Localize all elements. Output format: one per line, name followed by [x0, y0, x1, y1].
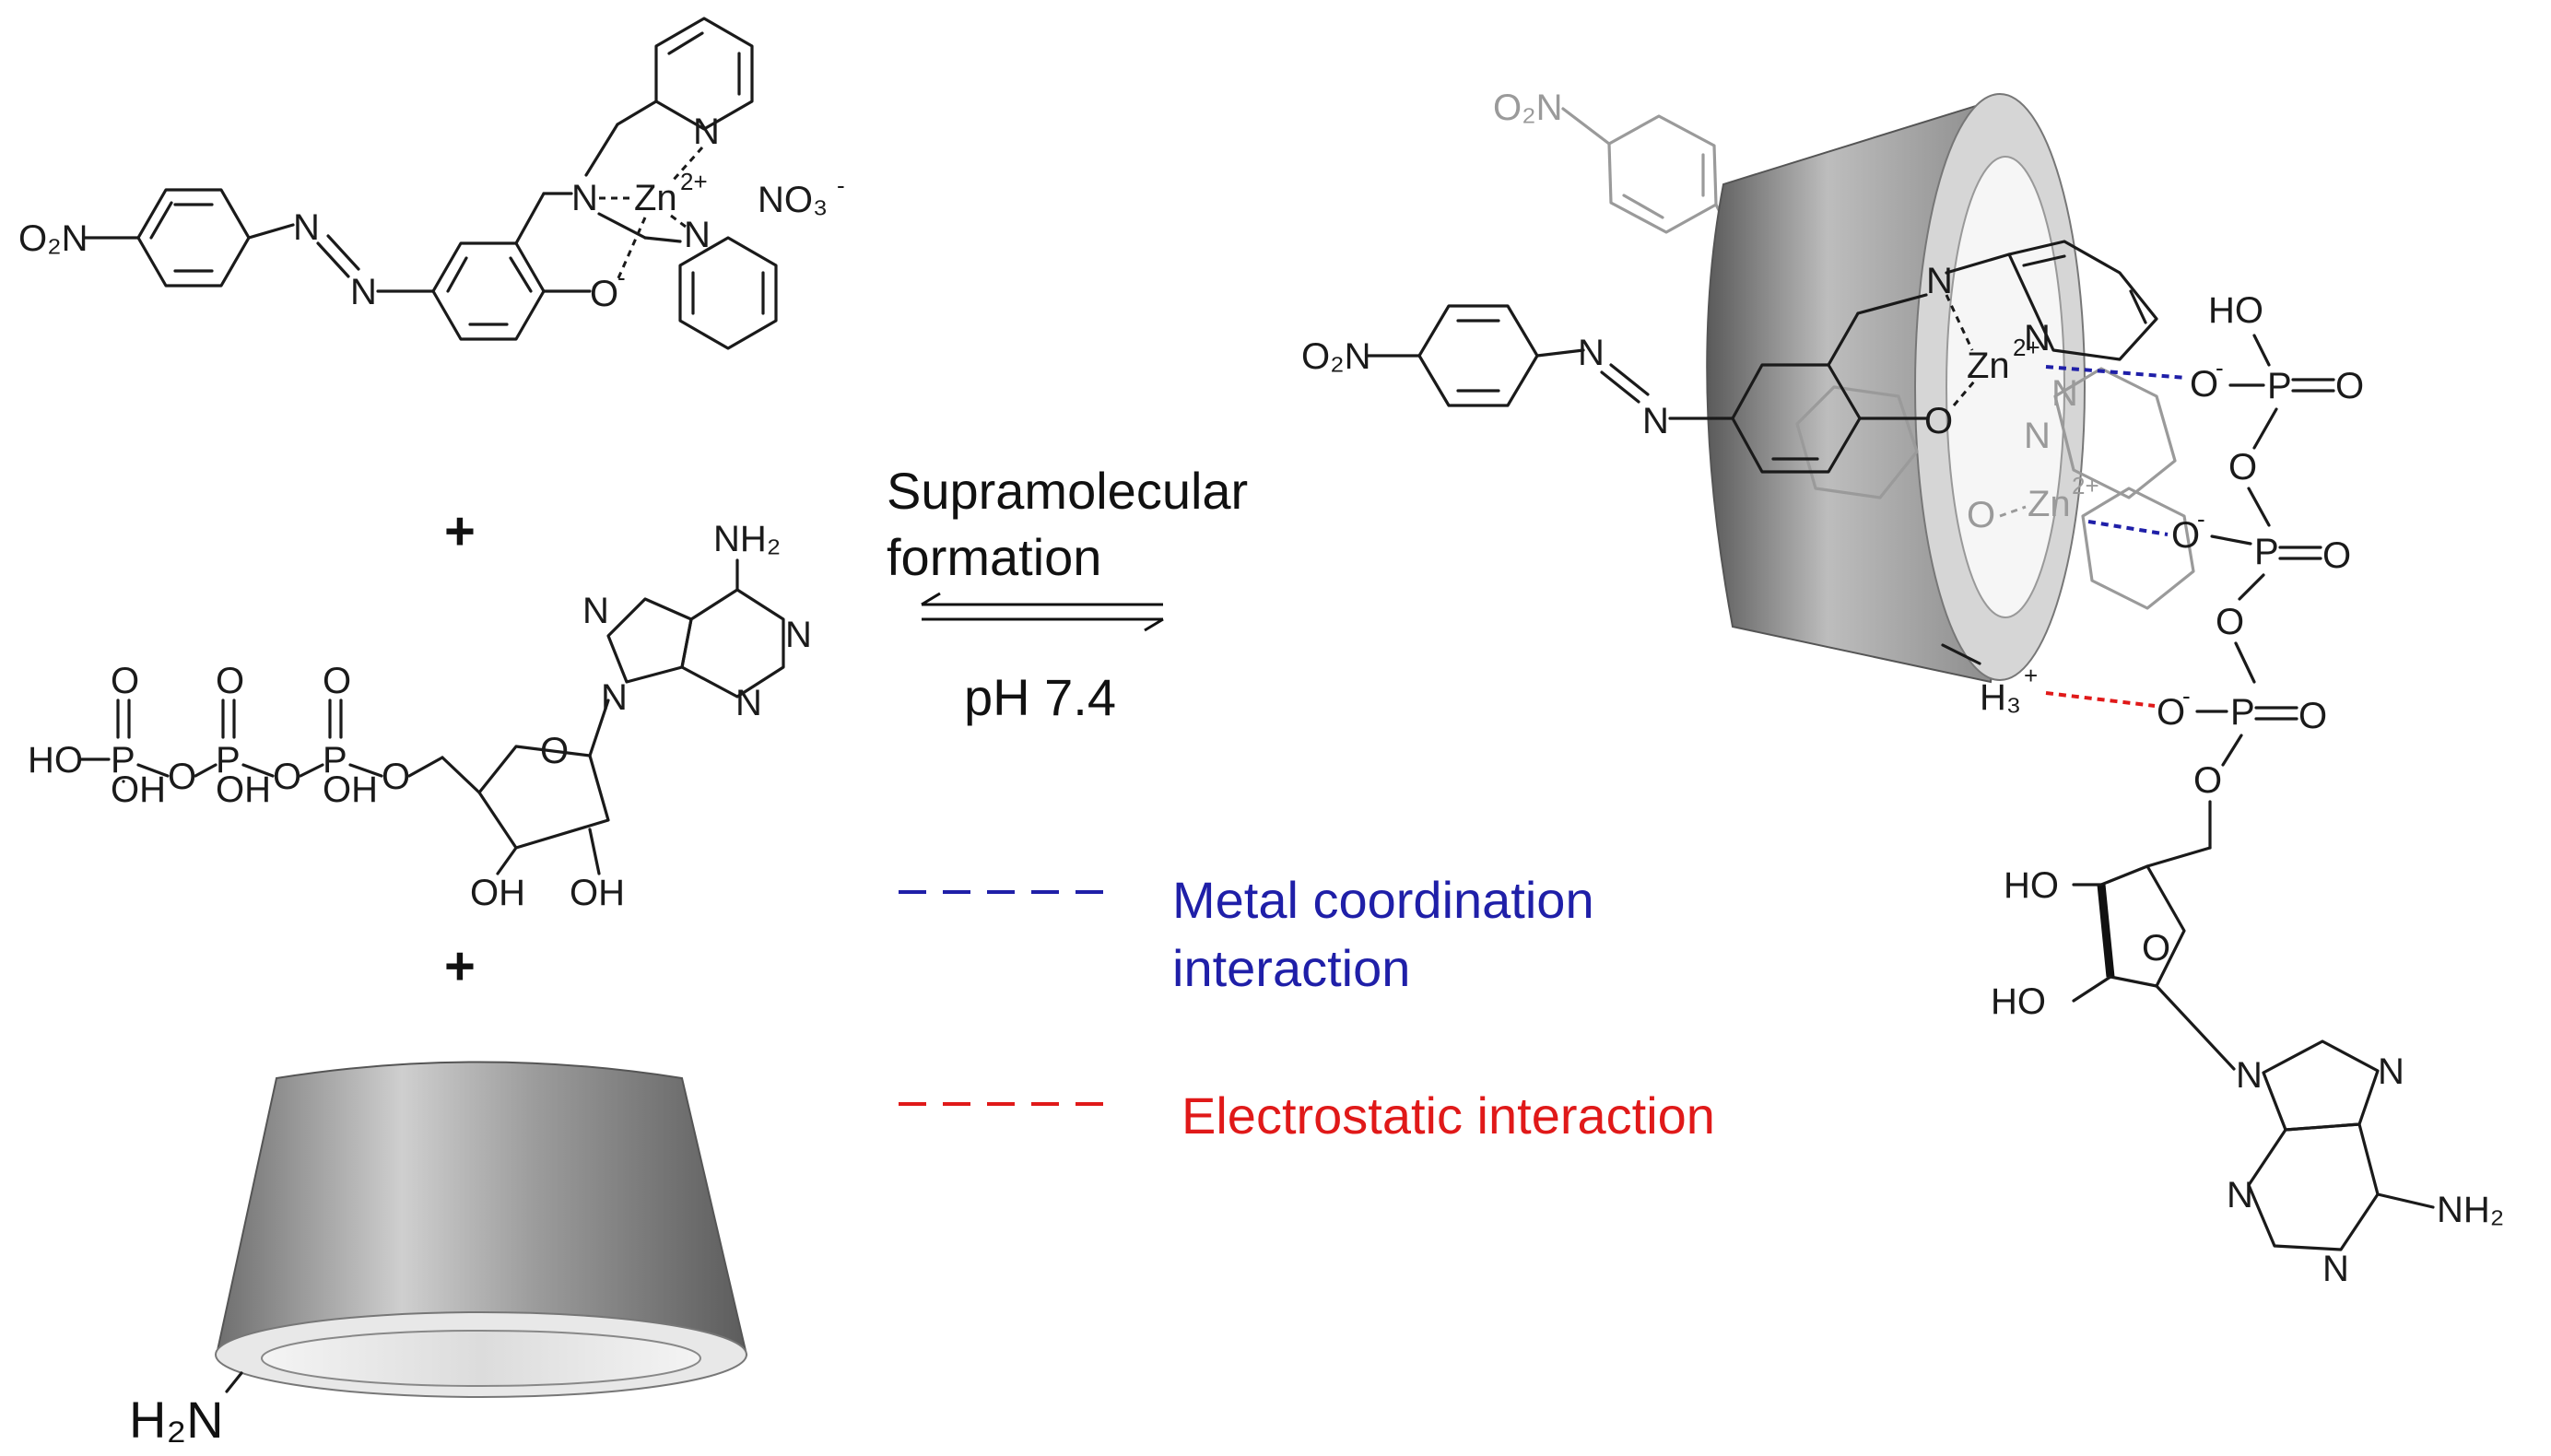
legend-electrostatic-label: Electrostatic interaction — [1181, 1086, 1715, 1145]
azo-n1: N — [293, 207, 320, 248]
svg-text:O: O — [2142, 928, 2170, 969]
svg-text:2+: 2+ — [2072, 472, 2099, 499]
zinc-complex-structure: O₂N N N N O - Zn 2+ N — [18, 17, 845, 350]
svg-text:O: O — [2298, 696, 2327, 736]
svg-text:O: O — [2193, 760, 2222, 801]
svg-text:O: O — [2228, 447, 2257, 487]
svg-text:O: O — [382, 757, 410, 797]
svg-text:N: N — [2322, 1249, 2349, 1289]
adenine-amine: NH₂ — [713, 519, 781, 559]
svg-text:+: + — [2024, 662, 2038, 689]
svg-text:O: O — [216, 661, 244, 701]
svg-text:O: O — [2216, 602, 2244, 642]
svg-text:2+: 2+ — [680, 168, 708, 195]
product-nitro-back: O₂N — [1493, 88, 1563, 128]
svg-text:-: - — [2216, 354, 2224, 382]
svg-text:O: O — [1924, 401, 1953, 441]
product-ammonium: H₃ — [1980, 677, 2021, 718]
svg-text:-: - — [837, 171, 845, 199]
plus-sign-1: + — [444, 501, 476, 561]
cyclodextrin-cone: H₂N — [129, 1061, 748, 1449]
svg-text:OH: OH — [111, 769, 166, 810]
svg-text:N: N — [2024, 416, 2051, 456]
azo-n2: N — [350, 272, 377, 312]
svg-text:N: N — [2227, 1175, 2253, 1215]
svg-text:HO: HO — [2004, 865, 2059, 906]
svg-text:O: O — [1967, 495, 1995, 535]
svg-text:OH: OH — [470, 873, 525, 913]
svg-text:OH: OH — [216, 769, 271, 810]
svg-text:N: N — [582, 591, 609, 631]
phosphate-p3: P — [323, 740, 347, 781]
legend: Metal coordination interaction Electrost… — [899, 871, 1715, 1145]
reaction-arrow: Supramolecular formation pH 7.4 — [887, 462, 1248, 726]
svg-text:N: N — [2236, 1055, 2263, 1096]
phosphate-p1: P — [111, 740, 135, 781]
svg-text:N: N — [2024, 318, 2051, 358]
svg-text:-: - — [2197, 505, 2205, 533]
legend-metal-label-2: interaction — [1172, 939, 1410, 997]
phosphate-p2: P — [216, 740, 241, 781]
amine-n: N — [571, 178, 598, 218]
svg-text:-: - — [617, 264, 626, 291]
svg-text:2+: 2+ — [2013, 334, 2040, 361]
svg-text:OH: OH — [570, 873, 625, 913]
metal-coordination-bond-2 — [2087, 520, 2169, 536]
reaction-condition: pH 7.4 — [964, 668, 1116, 726]
zinc-ion: Zn — [634, 178, 677, 218]
svg-text:Zn: Zn — [2028, 484, 2071, 524]
svg-text:N: N — [2051, 373, 2078, 414]
reaction-label-line1: Supramolecular — [887, 462, 1248, 520]
product-phosphate-2: P — [2254, 532, 2279, 572]
product-phosphate-3: P — [2230, 692, 2255, 733]
cyclodextrin-amine: H₂N — [129, 1391, 224, 1449]
pyridine-n1: N — [693, 112, 720, 152]
svg-text:O: O — [2190, 364, 2218, 405]
svg-text:HO: HO — [2208, 290, 2263, 331]
electrostatic-bond — [2045, 691, 2156, 708]
svg-text:O: O — [323, 661, 351, 701]
atp-structure: HO P O OH O P O OH O P O OH O O OH OH — [28, 519, 812, 913]
product-adenine-amine: NH₂ — [2437, 1190, 2504, 1230]
svg-text:O: O — [273, 757, 301, 797]
svg-text:-: - — [2182, 682, 2191, 710]
phenoxide-o: O — [590, 274, 618, 314]
svg-text:O: O — [168, 757, 196, 797]
metal-coordination-bond-1 — [2045, 365, 2187, 380]
product-phosphate-1: P — [2267, 366, 2292, 406]
svg-text:O: O — [2322, 535, 2351, 576]
ribose-o: O — [540, 731, 569, 771]
svg-text:N: N — [2378, 1051, 2404, 1092]
svg-text:N: N — [785, 615, 812, 655]
product-complex: O₂N O Zn 2+ N N O₂N N N — [1301, 88, 2504, 1289]
svg-text:O: O — [2335, 366, 2364, 406]
nitro-label: O₂N — [18, 218, 88, 259]
svg-text:O: O — [2157, 692, 2185, 733]
plus-sign-2: + — [444, 936, 476, 996]
legend-metal-label-1: Metal coordination — [1172, 871, 1594, 929]
pyridine-n2: N — [684, 215, 711, 255]
product-zinc-front: Zn — [1967, 346, 2010, 386]
product-nitro-front: O₂N — [1301, 336, 1371, 377]
svg-text:N: N — [601, 677, 628, 718]
svg-text:HO: HO — [1991, 981, 2046, 1022]
svg-text:N: N — [1926, 261, 1953, 301]
svg-text:HO: HO — [28, 740, 83, 781]
nitrate-counterion: NO₃ — [758, 180, 828, 220]
svg-text:O: O — [2171, 515, 2200, 556]
svg-text:N: N — [735, 683, 762, 723]
reaction-label-line2: formation — [887, 528, 1101, 586]
svg-text:N: N — [1642, 401, 1669, 441]
svg-text:N: N — [1578, 333, 1605, 373]
svg-text:O: O — [111, 661, 139, 701]
svg-text:OH: OH — [323, 769, 378, 810]
